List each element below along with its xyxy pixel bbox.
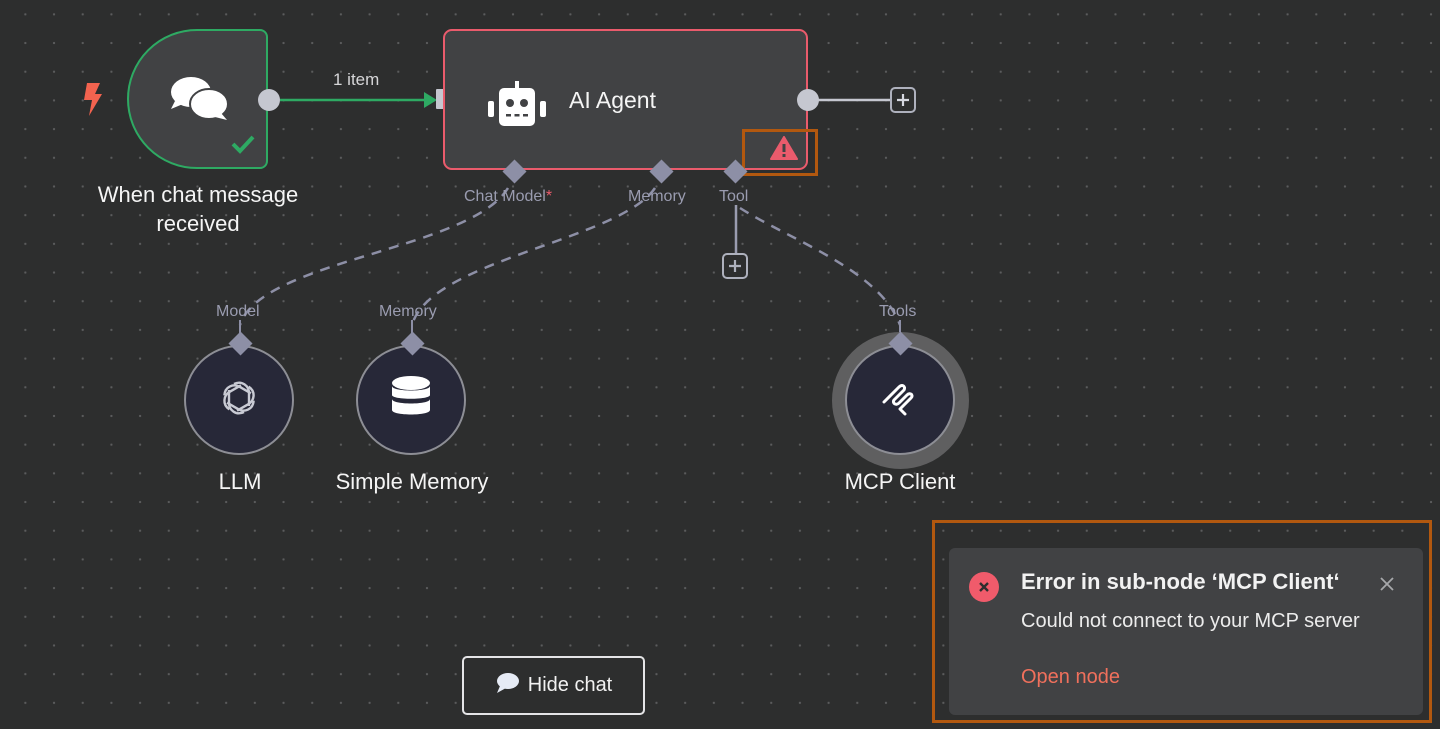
add-node-button[interactable] bbox=[890, 87, 916, 113]
tool-port-label: Tool bbox=[719, 188, 749, 205]
hide-chat-label: Hide chat bbox=[527, 674, 613, 696]
agent-output-handle[interactable] bbox=[797, 89, 819, 111]
mcp-port-label: Tools bbox=[879, 303, 917, 320]
open-node-link[interactable]: Open node bbox=[1021, 666, 1120, 688]
close-icon[interactable] bbox=[1379, 576, 1395, 597]
trigger-output-handle[interactable] bbox=[258, 89, 280, 111]
error-toast: Error in sub-node ‘MCP Client‘ Could not… bbox=[949, 548, 1423, 715]
tool-connection[interactable] bbox=[739, 206, 902, 326]
chat-model-connection[interactable] bbox=[238, 187, 510, 326]
mcp-icon bbox=[880, 378, 920, 423]
success-check-icon bbox=[230, 134, 256, 159]
trigger-node[interactable] bbox=[127, 29, 268, 169]
warning-icon[interactable] bbox=[770, 136, 798, 165]
openai-icon bbox=[216, 375, 262, 426]
plus-icon bbox=[897, 94, 909, 106]
chat-icon bbox=[495, 672, 519, 700]
robot-icon bbox=[487, 81, 547, 132]
hide-chat-button[interactable]: Hide chat bbox=[462, 656, 645, 715]
llm-node-label: LLM bbox=[218, 469, 262, 494]
trigger-node-label: When chat message received bbox=[97, 182, 299, 236]
toast-message: Could not connect to your MCP server bbox=[1021, 610, 1360, 632]
connection-item-count: 1 item bbox=[333, 70, 380, 89]
ai-agent-node[interactable]: AI Agent bbox=[443, 29, 808, 170]
memory-sub-port-label: Memory bbox=[379, 303, 437, 320]
mcp-client-node[interactable] bbox=[845, 345, 955, 455]
llm-port-label: Model bbox=[216, 303, 260, 320]
toast-highlight-box bbox=[932, 520, 1432, 723]
memory-connection[interactable] bbox=[410, 187, 657, 326]
ai-agent-title: AI Agent bbox=[569, 87, 656, 113]
chat-bubbles-icon bbox=[169, 75, 229, 128]
chat-model-port-label: Chat Model* bbox=[464, 188, 553, 205]
trigger-bolt-icon bbox=[80, 82, 104, 123]
simple-memory-node-label: Simple Memory bbox=[335, 469, 489, 494]
database-icon bbox=[390, 375, 432, 426]
llm-node[interactable] bbox=[184, 345, 294, 455]
plus-icon bbox=[729, 260, 741, 272]
toast-title: Error in sub-node ‘MCP Client‘ bbox=[1021, 569, 1340, 594]
memory-port-label: Memory bbox=[628, 188, 686, 205]
simple-memory-node[interactable] bbox=[356, 345, 466, 455]
agent-input-handle[interactable] bbox=[436, 89, 446, 109]
add-tool-button[interactable] bbox=[722, 253, 748, 279]
mcp-client-node-label: MCP Client bbox=[844, 469, 956, 494]
warning-highlight-box bbox=[742, 129, 818, 176]
required-marker: * bbox=[545, 188, 553, 205]
connection-arrowhead bbox=[424, 92, 437, 108]
error-icon bbox=[969, 572, 999, 602]
